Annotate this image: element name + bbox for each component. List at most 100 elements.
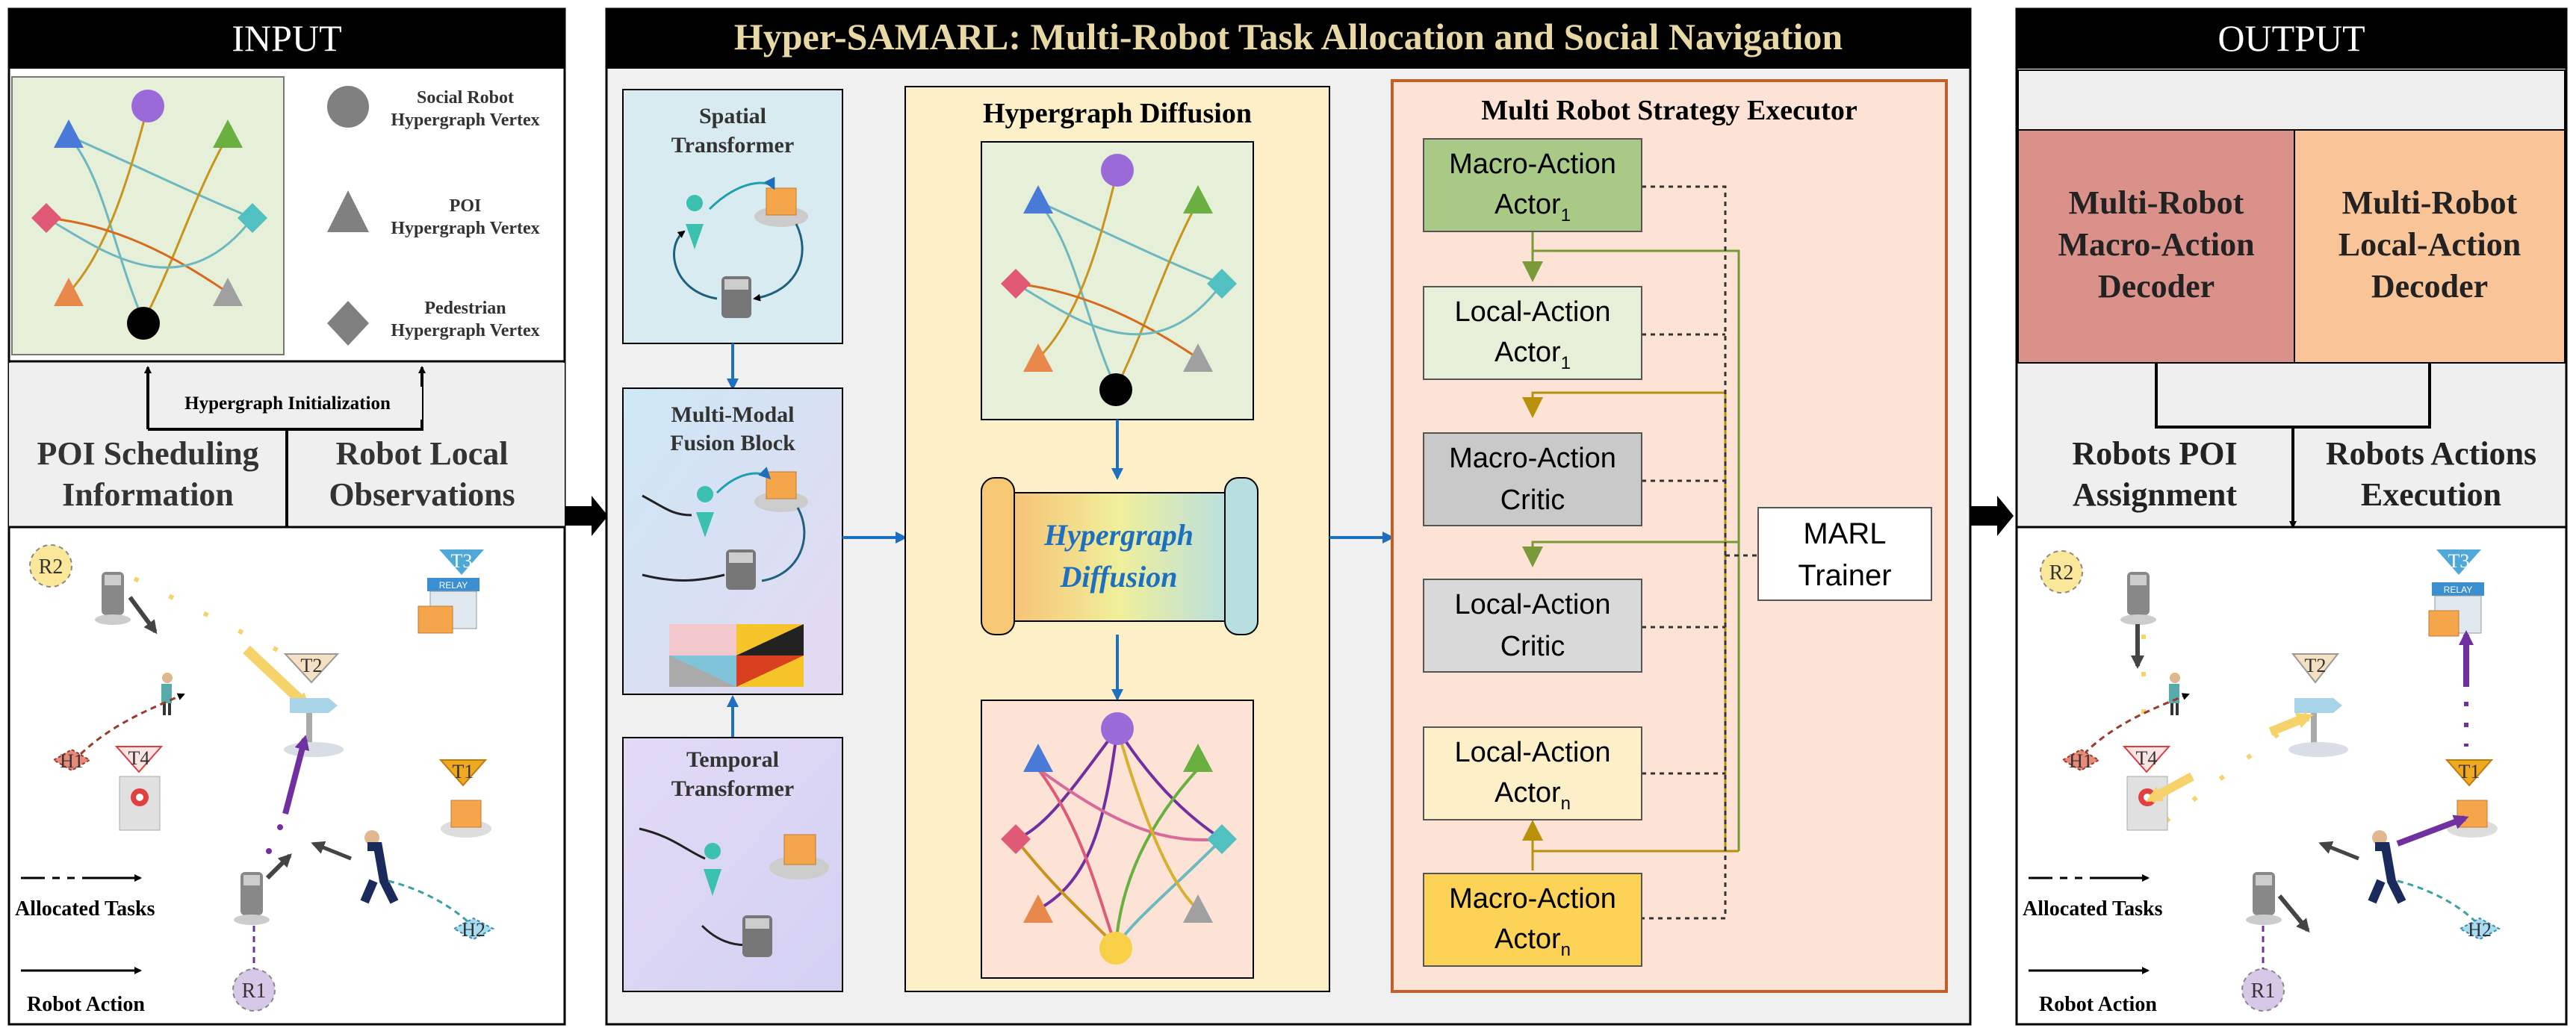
actions-execution-l2: Execution [2361,476,2501,513]
svg-text:Macro-Action: Macro-Action [1449,443,1616,474]
svg-text:Local-Action: Local-Action [2338,226,2521,263]
vertex-legend: Social Robot Hypergraph Vertex POI Hyper… [327,86,540,346]
fusion-matrix-icon [669,624,804,687]
package-icon [441,800,491,838]
svg-text:T3: T3 [451,550,473,572]
actions-execution-l1: Robots Actions [2326,435,2536,472]
svg-text:Critic: Critic [1500,485,1565,516]
legend-pedestrian-l2: Hypergraph Vertex [391,321,539,340]
svg-text:H2: H2 [2468,919,2492,941]
svg-text:Multi-Robot: Multi-Robot [2342,184,2518,221]
robot-badge-r1 [232,968,276,1012]
robot-badge-r2 [29,544,72,588]
svg-text:H2: H2 [462,919,485,941]
local-actor-n-box: Local-Action Actorn [1423,726,1642,820]
svg-text:Macro-Action: Macro-Action [1449,883,1616,915]
poi-vertex-node [213,278,243,306]
svg-text:Local-Action: Local-Action [1454,589,1610,620]
output-panel: OUTPUT Multi-Robot Macro-Action Decoder … [2015,7,2568,1026]
svg-text:T1: T1 [453,761,474,782]
poi-assignment-l1: Robots POI [2072,435,2237,472]
poi-vertex-node [54,119,84,148]
macro-actor-n-box: Macro-Action Actorn [1423,873,1642,967]
human-badge-h1 [52,748,91,772]
marl-trainer-box: MARL Trainer [1757,507,1932,601]
temporal-transformer-block: Temporal Transformer [622,737,843,992]
svg-text:Decoder: Decoder [2371,268,2488,305]
task-badge-t1 [2445,759,2494,787]
svg-text:T2: T2 [301,655,323,676]
macro-action-decoder: Multi-Robot Macro-Action Decoder [2017,129,2295,364]
task-badge-t4 [114,746,164,773]
svg-text:Hypergraph: Hypergraph [1043,518,1194,552]
input-hypergraph [11,76,285,355]
middle-panel: Hyper-SAMARL: Multi-Robot Task Allocatio… [605,7,1972,1026]
poi-scheduling-l2: Information [62,476,234,513]
poi-vertex-node [213,119,243,148]
svg-text:Decoder: Decoder [2098,268,2215,305]
robot-action-label: Robot Action [27,993,145,1016]
svg-text:Macro-Action: Macro-Action [2058,226,2254,263]
allocated-tasks-label: Allocated Tasks [2023,897,2163,921]
signpost-icon [2288,698,2348,757]
framework-title: Hyper-SAMARL: Multi-Robot Task Allocatio… [734,16,1843,57]
svg-text:T4: T4 [128,747,150,769]
input-title: INPUT [232,17,341,59]
robot-vertex-legend-icon [327,86,369,128]
input-panel: INPUT Social Robot Hypergraph Vertex [7,7,566,1026]
svg-text:R1: R1 [2251,980,2276,1003]
diffusion-input-graph [981,141,1254,420]
svg-text:R2: R2 [39,555,63,579]
svg-text:H1: H1 [2069,750,2093,772]
svg-text:Trainer: Trainer [1798,559,1891,592]
output-scene: R2 T3 RELAY T2 [2023,549,2501,1016]
svg-text:Multi-Modal: Multi-Modal [671,402,795,427]
hypergraph-init-arrows: Hypergraph Initialization [144,366,426,527]
svg-text:RELAY: RELAY [439,580,468,591]
robot-action-legend: Robot Action [21,967,145,1016]
local-observations-l1: Robot Local [336,435,509,472]
allocated-tasks-label: Allocated Tasks [15,897,155,921]
macro-actor-1-box: Macro-Action Actor1 [1423,138,1642,232]
input-scene: R2 T3 RELAY T2 [15,544,495,1016]
input-to-middle-arrow [565,496,608,536]
robot-action-legend: Robot Action [2029,967,2157,1016]
svg-text:Transformer: Transformer [671,776,794,801]
robot-vertex-node [131,90,164,122]
svg-text:T2: T2 [2305,655,2327,676]
diffusion-scroll: Hypergraph Diffusion [981,477,1258,635]
svg-text:T4: T4 [2136,747,2158,769]
allocated-tasks-legend: Allocated Tasks [2023,878,2163,921]
spatial-transformer-block: Spatial Transformer [622,89,843,344]
middle-to-output-arrow [1970,496,2014,536]
map-pin-icon [2126,776,2168,831]
macro-critic-box: Macro-Action Critic [1423,432,1642,526]
svg-text:RELAY: RELAY [2444,585,2472,595]
robot-icon [2246,872,2282,925]
legend-robot-l1: Social Robot [417,88,514,108]
robot-badge-r1 [2241,968,2285,1012]
robot-icon [95,572,131,625]
pedestrian-vertex-node [31,203,61,233]
svg-text:Local-Action: Local-Action [1454,296,1610,328]
relay-store-icon: RELAY [2428,582,2484,637]
robot-badge-r2 [2040,550,2083,594]
svg-text:Multi-Robot: Multi-Robot [2069,184,2244,221]
robot-icon [234,872,270,925]
task-badge-t3 [439,549,484,575]
diffusion-output-graph [981,700,1254,979]
walking-person-icon [2368,830,2406,904]
task-badge-t2 [2291,653,2340,684]
robot-icon [2120,572,2156,625]
svg-text:Macro-Action: Macro-Action [1449,149,1616,180]
svg-text:Actor1: Actor1 [1495,337,1571,373]
poi-assignment-l2: Assignment [2073,476,2237,513]
hypergraph-diffusion-block: Hypergraph Diffusion [904,86,1330,992]
local-action-decoder: Multi-Robot Local-Action Decoder [2294,129,2566,364]
task-badge-t2 [283,653,340,684]
task-badge-t1 [438,759,488,787]
pedestrian-vertex-legend-icon [327,301,369,346]
poi-vertex-legend-icon [327,190,369,232]
svg-text:Actor1: Actor1 [1495,189,1571,225]
